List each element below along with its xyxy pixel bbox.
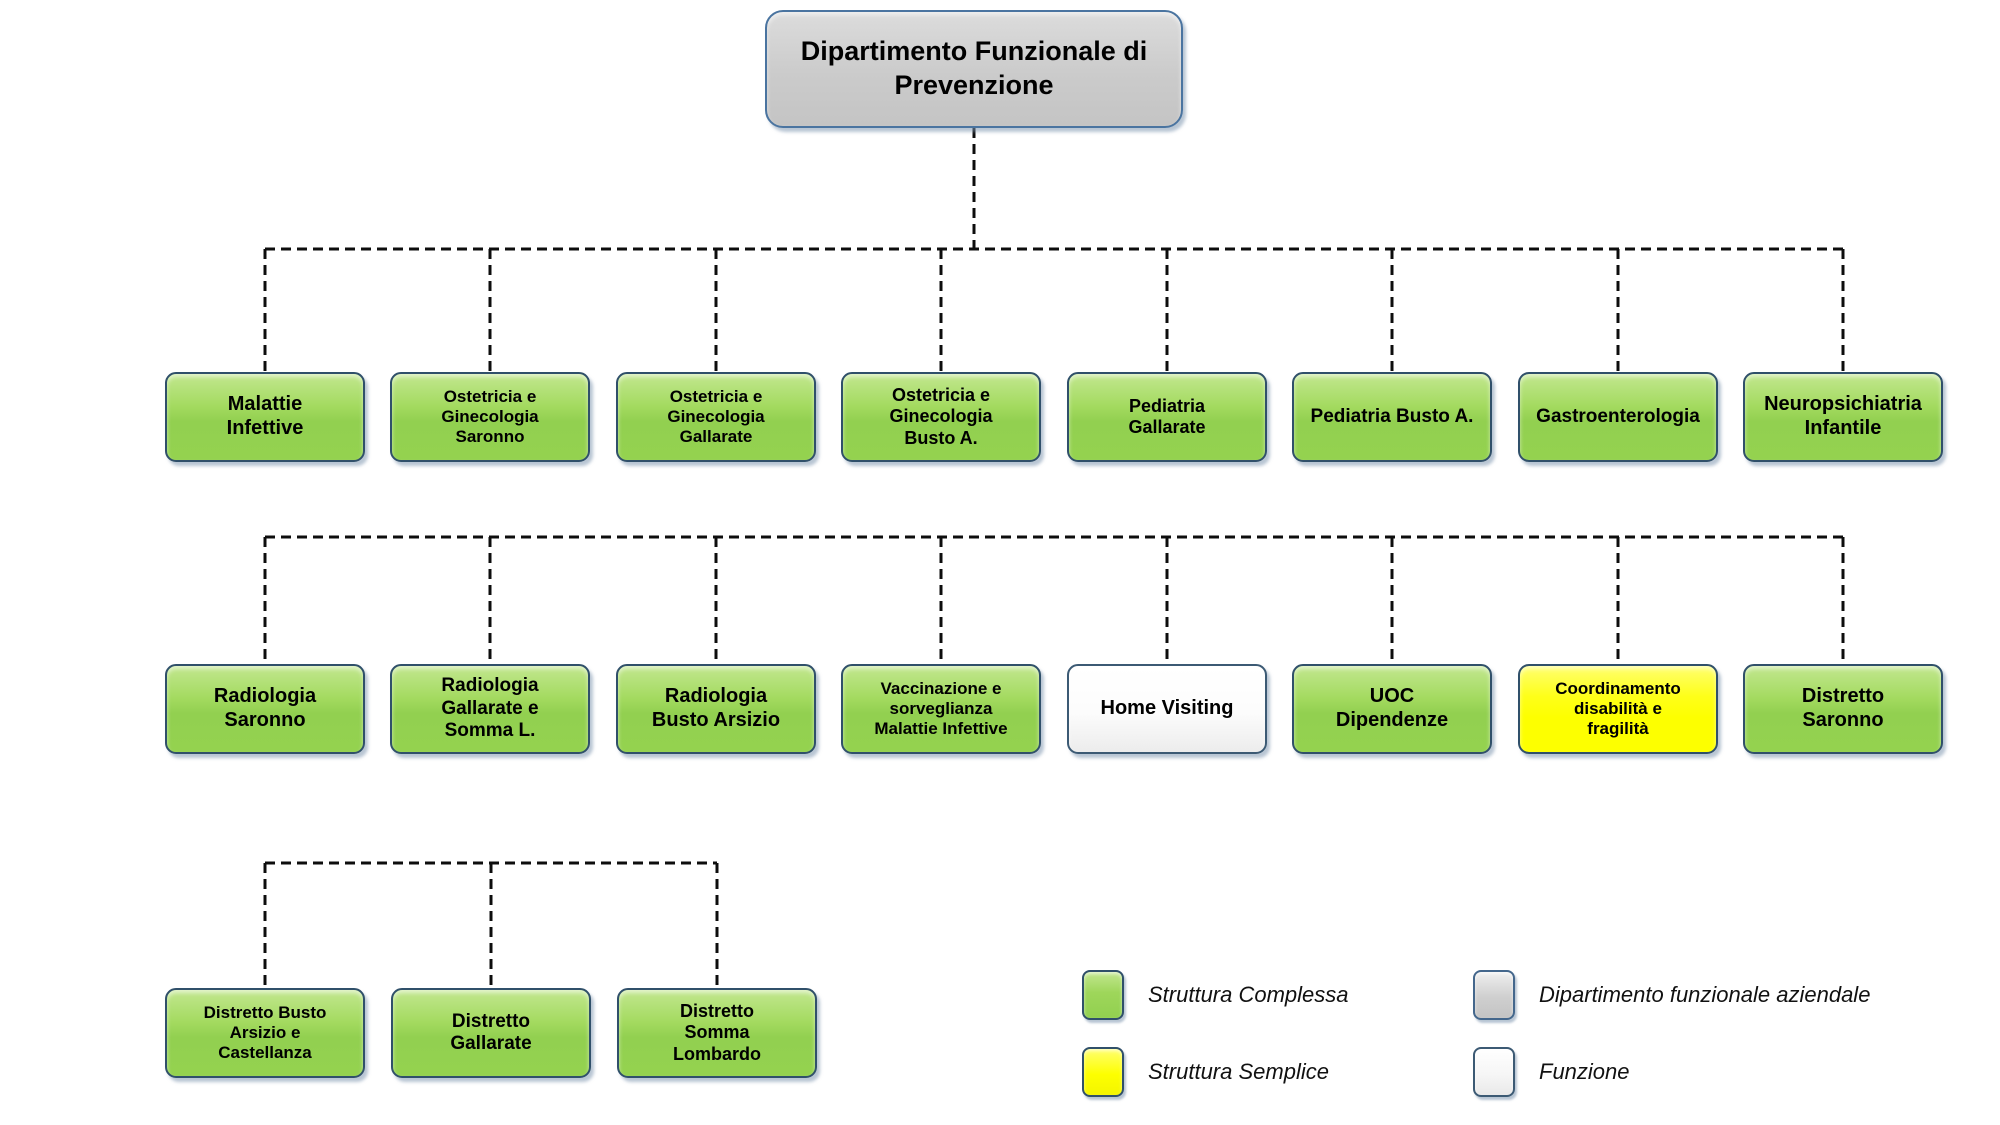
- node-ostetricia-ginecologia-saronno: Ostetricia e Ginecologia Saronno: [390, 372, 590, 462]
- node-malattie-infettive: Malattie Infettive: [165, 372, 365, 462]
- node-distretto-somma-lombardo: Distretto Somma Lombardo: [617, 988, 817, 1078]
- node-radiologia-gallarate-somma: Radiologia Gallarate e Somma L.: [390, 664, 590, 754]
- node-radiologia-saronno: Radiologia Saronno: [165, 664, 365, 754]
- node-dipartimento-funzionale-prevenzione: Dipartimento Funzionale di Prevenzione: [765, 10, 1183, 128]
- legend-item-struttura-complessa: Struttura Complessa: [1082, 970, 1349, 1020]
- node-distretto-busto-arsizio-castellanza: Distretto Busto Arsizio e Castellanza: [165, 988, 365, 1078]
- node-vaccinazione-sorveglianza-malattie-infettive: Vaccinazione e sorveglianza Malattie Inf…: [841, 664, 1041, 754]
- node-neuropsichiatria-infantile: Neuropsichiatria Infantile: [1743, 372, 1943, 462]
- connector-row2-drops: [263, 537, 1845, 662]
- legend-swatch-gray: [1473, 970, 1515, 1020]
- legend-swatch-green: [1082, 970, 1124, 1020]
- connector-row3-drops: [263, 863, 719, 986]
- node-coordinamento-disabilita-fragilita: Coordinamento disabilità e fragilità: [1518, 664, 1718, 754]
- node-uoc-dipendenze: UOC Dipendenze: [1292, 664, 1492, 754]
- node-pediatria-gallarate: Pediatria Gallarate: [1067, 372, 1267, 462]
- node-ostetricia-ginecologia-gallarate: Ostetricia e Ginecologia Gallarate: [616, 372, 816, 462]
- legend-item-funzione: Funzione: [1473, 1047, 1630, 1097]
- legend-swatch-white: [1473, 1047, 1515, 1097]
- legend-item-dipartimento-funzionale-aziendale: Dipartimento funzionale aziendale: [1473, 970, 1870, 1020]
- node-radiologia-busto-arsizio: Radiologia Busto Arsizio: [616, 664, 816, 754]
- node-ostetricia-ginecologia-busto-a: Ostetricia e Ginecologia Busto A.: [841, 372, 1041, 462]
- connector-row1-drops: [263, 249, 1845, 371]
- legend-item-struttura-semplice: Struttura Semplice: [1082, 1047, 1329, 1097]
- legend-label: Funzione: [1539, 1059, 1630, 1084]
- node-distretto-saronno: Distretto Saronno: [1743, 664, 1943, 754]
- legend-label: Dipartimento funzionale aziendale: [1539, 982, 1871, 1007]
- node-home-visiting: Home Visiting: [1067, 664, 1267, 754]
- legend-label: Struttura Complessa: [1148, 982, 1349, 1007]
- legend-label: Struttura Semplice: [1148, 1059, 1329, 1084]
- node-pediatria-busto-a: Pediatria Busto A.: [1292, 372, 1492, 462]
- node-distretto-gallarate: Distretto Gallarate: [391, 988, 591, 1078]
- node-gastroenterologia: Gastroenterologia: [1518, 372, 1718, 462]
- legend-swatch-yellow: [1082, 1047, 1124, 1097]
